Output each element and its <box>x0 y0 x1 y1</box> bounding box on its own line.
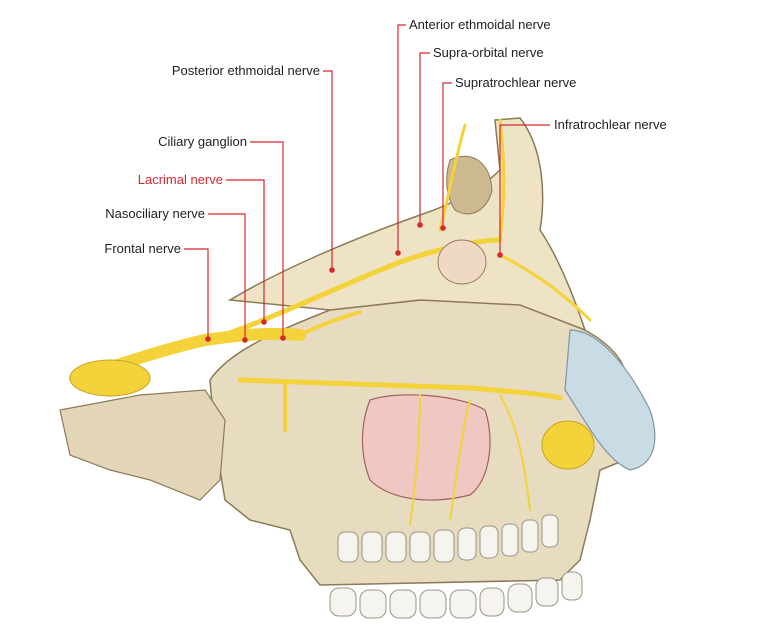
label-lacrimal-nerve: Lacrimal nerve <box>137 172 223 187</box>
leader-lines <box>184 24 550 340</box>
label-ciliary-ganglion: Ciliary ganglion <box>158 134 247 149</box>
leader-supra-orbital <box>419 52 430 225</box>
maxillary-sinus <box>361 394 491 501</box>
leader-infratrochlear <box>499 124 550 255</box>
label-posterior-ethmoidal-nerve: Posterior ethmoidal nerve <box>171 63 320 78</box>
label-frontal-nerve: Frontal nerve <box>104 241 181 256</box>
leader-endpoints <box>205 222 503 343</box>
leader-supratrochlear <box>442 82 452 228</box>
label-supra-orbital-nerve: Supra-orbital nerve <box>433 45 544 60</box>
trigeminal-ganglion <box>69 359 151 397</box>
leader-lacrimal <box>226 179 265 322</box>
sphenoid-bone <box>59 389 226 501</box>
label-infratrochlear-nerve: Infratrochlear nerve <box>554 117 667 132</box>
lacrimal-gland <box>437 239 487 285</box>
leader-ciliary-ganglion <box>250 141 284 338</box>
label-anterior-ethmoidal-nerve: Anterior ethmoidal nerve <box>409 17 551 32</box>
nasal-cartilage <box>564 329 656 471</box>
teeth <box>329 514 583 619</box>
frontal-sinus <box>446 155 493 215</box>
orbital-roof-bone <box>227 117 587 332</box>
leader-nasociliary <box>208 213 246 340</box>
label-supratrochlear-nerve: Supratrochlear nerve <box>455 75 577 90</box>
leader-frontal <box>184 248 209 339</box>
leader-posterior-ethmoidal <box>323 70 333 270</box>
leader-anterior-ethmoidal <box>397 24 406 253</box>
label-nasociliary-nerve: Nasociliary nerve <box>105 206 205 221</box>
alar-cartilage <box>541 420 595 470</box>
